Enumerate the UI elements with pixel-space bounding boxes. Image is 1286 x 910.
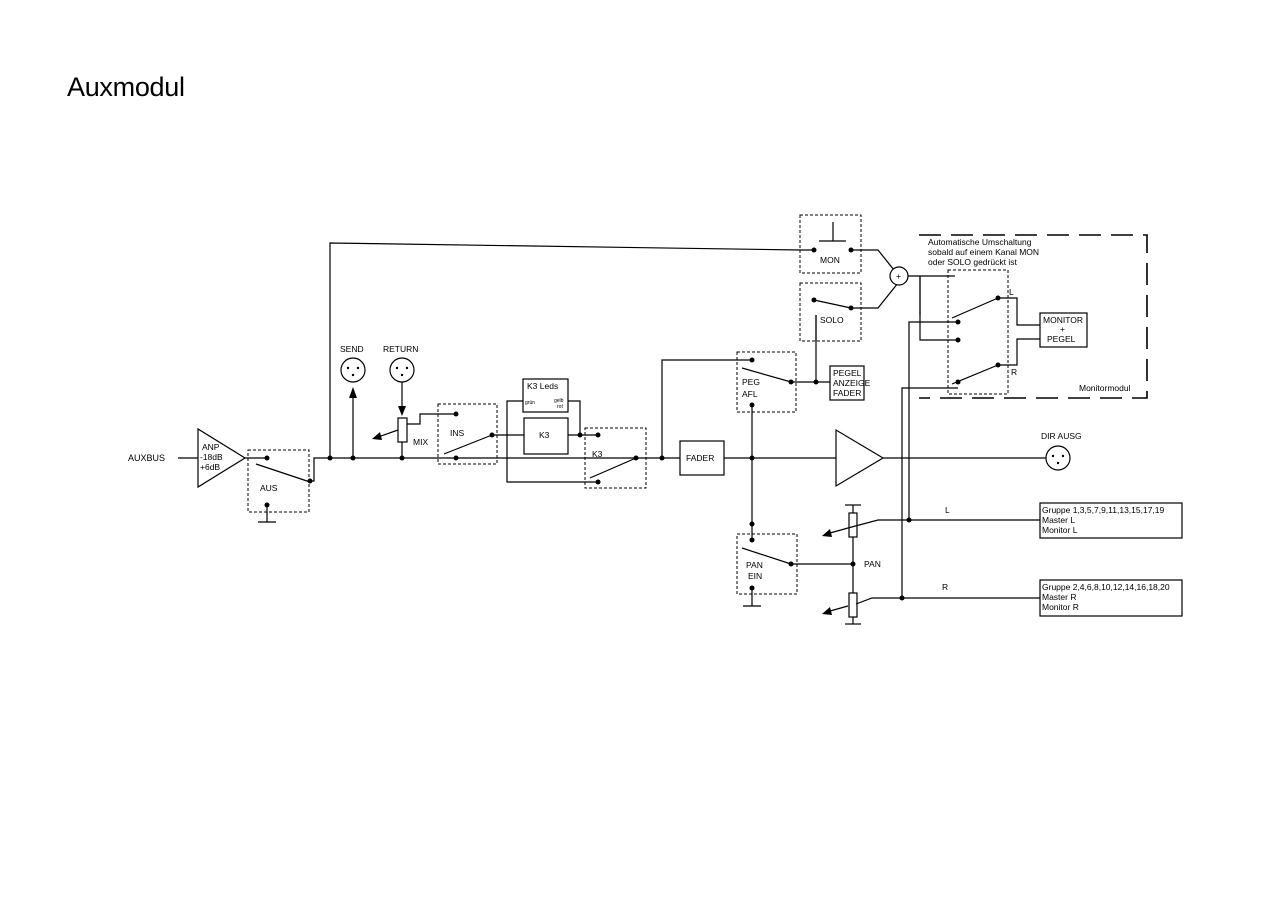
pan-switch-label: PAN bbox=[746, 560, 763, 570]
k3-leds-label: K3 Leds bbox=[527, 381, 558, 391]
k3-block-label: K3 bbox=[539, 430, 550, 440]
group-l-line1: Gruppe 1,3,5,7,9,11,13,15,17,19 bbox=[1042, 505, 1165, 515]
group-l-line3: Monitor L bbox=[1042, 525, 1078, 535]
auto-note-line3: oder SOLO gedrückt ist bbox=[928, 257, 1017, 267]
mix-potentiometer bbox=[397, 417, 408, 443]
l-label: L bbox=[945, 505, 950, 515]
monitormodul-frame bbox=[919, 234, 1148, 399]
mon-label: MON bbox=[820, 255, 840, 265]
monitor-plus-label: + bbox=[1060, 324, 1065, 334]
pan-label: PAN bbox=[864, 559, 881, 569]
ins-label: INS bbox=[450, 428, 465, 438]
mix-label: MIX bbox=[413, 437, 428, 447]
group-r-line1: Gruppe 2,4,6,8,10,12,14,16,18,20 bbox=[1042, 582, 1170, 592]
k3-leds-box bbox=[522, 378, 569, 413]
pegel-label: PEGEL bbox=[833, 368, 862, 378]
aus-label: AUS bbox=[260, 483, 278, 493]
send-label: SEND bbox=[340, 344, 364, 354]
group-r-box bbox=[1039, 579, 1183, 617]
anzeige-label: ANZEIGE bbox=[833, 378, 871, 388]
send-xlr-icon bbox=[340, 357, 366, 383]
dir-ausg-xlr-icon bbox=[1045, 445, 1071, 471]
k3-switch-label: K3 bbox=[592, 449, 603, 459]
solo-label: SOLO bbox=[820, 315, 844, 325]
r-top-label: R bbox=[1011, 367, 1017, 377]
output-amplifier bbox=[835, 428, 885, 488]
peg-label: PEG bbox=[742, 377, 760, 387]
summing-plus: + bbox=[896, 271, 901, 281]
l-top-label: L bbox=[1009, 287, 1014, 297]
return-label: RETURN bbox=[383, 344, 418, 354]
afl-label: AFL bbox=[742, 389, 758, 399]
group-l-box bbox=[1039, 502, 1183, 539]
pan-pot-lower bbox=[848, 592, 858, 618]
group-l-line2: Master L bbox=[1042, 515, 1075, 525]
pan-pot-upper bbox=[848, 512, 858, 538]
ins-switch-box bbox=[437, 403, 498, 465]
anp-label: ANP bbox=[202, 442, 220, 452]
monitormodul-label: Monitormodul bbox=[1079, 383, 1131, 393]
peg-afl-switch-box bbox=[736, 351, 797, 413]
monitor-pegel-label: PEGEL bbox=[1047, 334, 1076, 344]
k3-block bbox=[523, 417, 569, 455]
ein-switch-label: EIN bbox=[748, 571, 762, 581]
monitor-pegel-box bbox=[1039, 312, 1088, 348]
r-label: R bbox=[942, 582, 948, 592]
auto-note-line2: sobald auf einem Kanal MON bbox=[928, 247, 1039, 257]
fader-label: FADER bbox=[686, 453, 714, 463]
dir-ausg-label: DIR AUSG bbox=[1041, 431, 1082, 441]
return-xlr-icon bbox=[389, 357, 415, 383]
group-r-line2: Master R bbox=[1042, 592, 1076, 602]
k3-switch-box bbox=[584, 427, 647, 489]
k3-leds-yellow: gelb bbox=[554, 398, 564, 404]
amplifier-anp bbox=[197, 427, 247, 489]
mon-switch-box bbox=[799, 214, 862, 274]
anp-gain-min: -18dB bbox=[200, 452, 223, 462]
anp-gain-max: +6dB bbox=[200, 462, 220, 472]
pegel-fader-label: FADER bbox=[833, 388, 861, 398]
k3-leds-green: grün bbox=[525, 400, 535, 406]
auto-note-line1: Automatische Umschaltung bbox=[928, 237, 1032, 247]
page-title: Auxmodul bbox=[67, 72, 185, 102]
auxbus-label: AUXBUS bbox=[128, 453, 165, 463]
pegel-anzeige-box bbox=[829, 365, 865, 401]
monitor-relay-box bbox=[947, 269, 1009, 395]
k3-leds-red: rot bbox=[557, 404, 563, 410]
monitor-label: MONITOR bbox=[1043, 315, 1083, 325]
aus-switch-box bbox=[247, 449, 310, 513]
solo-switch-box bbox=[799, 282, 862, 342]
group-r-line3: Monitor R bbox=[1042, 602, 1079, 612]
